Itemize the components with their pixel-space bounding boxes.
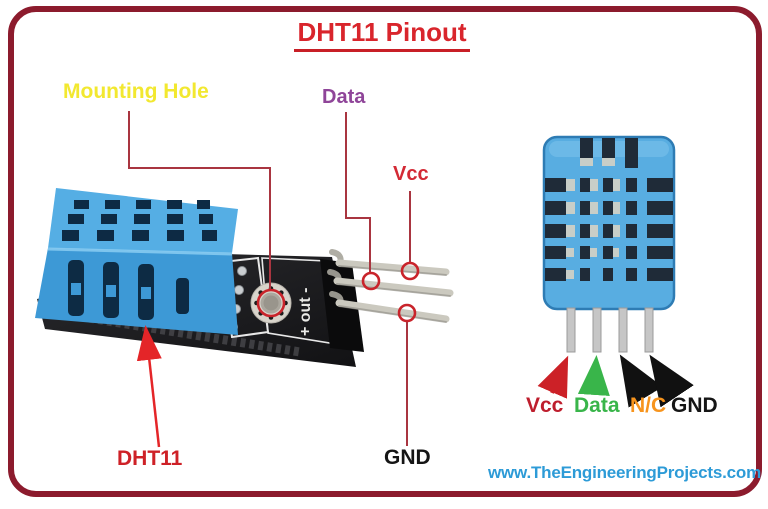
page-title-wrap: DHT11 Pinout (8, 17, 756, 52)
circle-mounting-hole (256, 288, 286, 318)
sensor-illustration-body (542, 135, 676, 311)
pcb-silkscreen-text: + out - (297, 288, 314, 336)
sensor-body (35, 188, 238, 335)
pinout-label-vcc: Vcc (526, 394, 564, 417)
pinout-label-gnd: GND (671, 394, 718, 417)
outer-border-frame (8, 6, 762, 497)
label-mounting-hole: Mounting Hole (63, 80, 209, 103)
annotations (128, 111, 411, 446)
arrow-nc (619, 354, 663, 408)
label-data-pin: Data (322, 86, 366, 108)
label-gnd-pin: GND (384, 446, 431, 469)
ill-pin-nc (618, 307, 628, 353)
page-title: DHT11 Pinout (294, 17, 470, 52)
illustration-pins (566, 307, 654, 353)
circle-gnd-pin (397, 303, 417, 323)
module-pin-vcc (335, 259, 450, 276)
module-pin-gnd (335, 299, 450, 323)
arrow-vcc (537, 355, 569, 399)
circle-data-pin (361, 271, 381, 291)
ill-pin-gnd (644, 307, 654, 353)
website-link[interactable]: www.TheEngineeringProjects.com (488, 463, 761, 482)
arrow-data (577, 355, 610, 396)
pinout-label-data: Data (574, 394, 620, 417)
label-dht11: DHT11 (117, 447, 183, 470)
annotation-circles (256, 261, 420, 323)
circle-vcc-pin (400, 261, 420, 281)
dht11-arrow (136, 325, 162, 448)
leader-mounting-hole (128, 111, 271, 289)
arrow-gnd (649, 354, 694, 408)
illustration-grid (545, 178, 673, 281)
module-pin-data (333, 277, 454, 297)
leader-data (345, 112, 371, 272)
pinout-label-nc: N/C (630, 394, 667, 417)
dht11-module-photo: + out - (35, 188, 454, 448)
module-pins (333, 259, 454, 323)
ill-pin-data (592, 307, 602, 353)
ill-pin-vcc (566, 307, 576, 353)
label-vcc-pin: Vcc (393, 163, 429, 185)
dht11-pinout-illustration (537, 135, 694, 408)
